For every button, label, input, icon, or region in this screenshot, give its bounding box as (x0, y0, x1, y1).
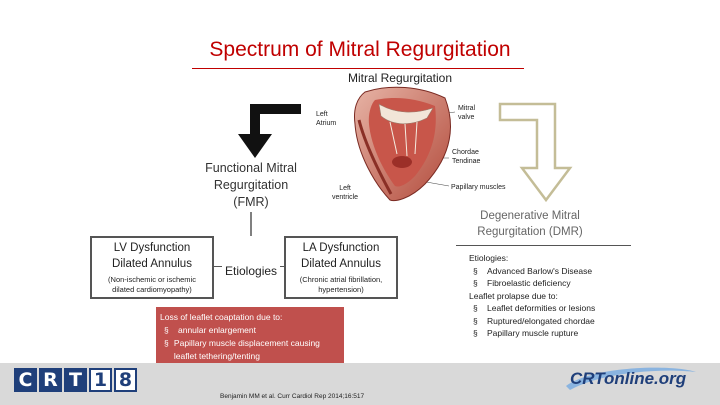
dmr-details: Etiologies: § Advanced Barlow's Disease … (465, 250, 625, 335)
fmr-etiologies-label: Etiologies (222, 264, 280, 278)
list-item: § Ruptured/elongated chordae (469, 315, 621, 328)
logo-letter: 1 (89, 368, 112, 392)
bullet: § (160, 337, 174, 363)
lv-dysfunction-title: LV Dysfunction Dilated Annulus (92, 240, 212, 272)
dmr-arrow (500, 104, 570, 200)
bullet: § (469, 277, 487, 290)
crtonline-text: CRTonline.org (570, 369, 686, 389)
la-dysfunction-box: LA Dysfunction Dilated Annulus (Chronic … (284, 236, 398, 299)
list-item: § annular enlargement (160, 324, 340, 337)
bullet: § (469, 315, 487, 328)
crt18-logo: C R T 1 8 (14, 368, 137, 392)
logo-letter: T (64, 368, 87, 392)
dmr-divider (456, 245, 631, 246)
dmr-etiology-item: Fibroelastic deficiency (487, 277, 571, 290)
fmr-title: Functional Mitral Regurgitation (FMR) (192, 160, 310, 212)
la-dysfunction-causes: (Chronic atrial fibrillation, hypertensi… (286, 275, 396, 295)
mechanism-item: Papillary muscle displacement causing le… (174, 337, 340, 363)
papillary-muscles-label: Papillary muscles (451, 183, 505, 192)
dmr-title: Degenerative Mitral Regurgitation (DMR) (456, 208, 604, 240)
list-item: § Papillary muscle rupture (469, 327, 621, 340)
dmr-etiology-item: Advanced Barlow's Disease (487, 265, 592, 278)
fmr-mechanism-box: Loss of leaflet coaptation due to: § ann… (156, 307, 344, 364)
bullet: § (160, 324, 178, 337)
la-dysfunction-title: LA Dysfunction Dilated Annulus (286, 240, 396, 272)
list-item: § Fibroelastic deficiency (469, 277, 621, 290)
bullet: § (469, 302, 487, 315)
list-item: § Advanced Barlow's Disease (469, 265, 621, 278)
lv-dysfunction-causes: (Non-ischemic or ischemic dilated cardio… (92, 275, 212, 295)
dmr-prolapse-item: Leaflet deformities or lesions (487, 302, 595, 315)
dmr-prolapse-item: Ruptured/elongated chordae (487, 315, 595, 328)
dmr-prolapse-item: Papillary muscle rupture (487, 327, 578, 340)
fmr-arrow (238, 104, 301, 158)
citation: Benjamin MM et al. Curr Cardiol Rep 2014… (220, 393, 364, 400)
chordae-tendinae-label: Chordae Tendinae (452, 148, 480, 166)
logo-letter: C (14, 368, 37, 392)
left-atrium-label: Left Atrium (316, 110, 336, 128)
list-item: § Leaflet deformities or lesions (469, 302, 621, 315)
mitral-valve-label: Mitral valve (458, 104, 475, 122)
crtonline-logo: CRTonline.org (562, 366, 702, 394)
heart-illustration (345, 84, 460, 204)
mechanism-item: annular enlargement (178, 324, 256, 337)
logo-letter: R (39, 368, 62, 392)
dmr-etiologies-heading: Etiologies: (469, 252, 621, 265)
list-item: § Papillary muscle displacement causing … (160, 337, 340, 363)
lv-dysfunction-box: LV Dysfunction Dilated Annulus (Non-isch… (90, 236, 214, 299)
bullet: § (469, 327, 487, 340)
bullet: § (469, 265, 487, 278)
left-ventricle-label: Left ventricle (332, 184, 358, 202)
fmr-mechanism-heading: Loss of leaflet coaptation due to: (160, 311, 340, 324)
logo-letter: 8 (114, 368, 137, 392)
dmr-prolapse-heading: Leaflet prolapse due to: (469, 290, 621, 303)
